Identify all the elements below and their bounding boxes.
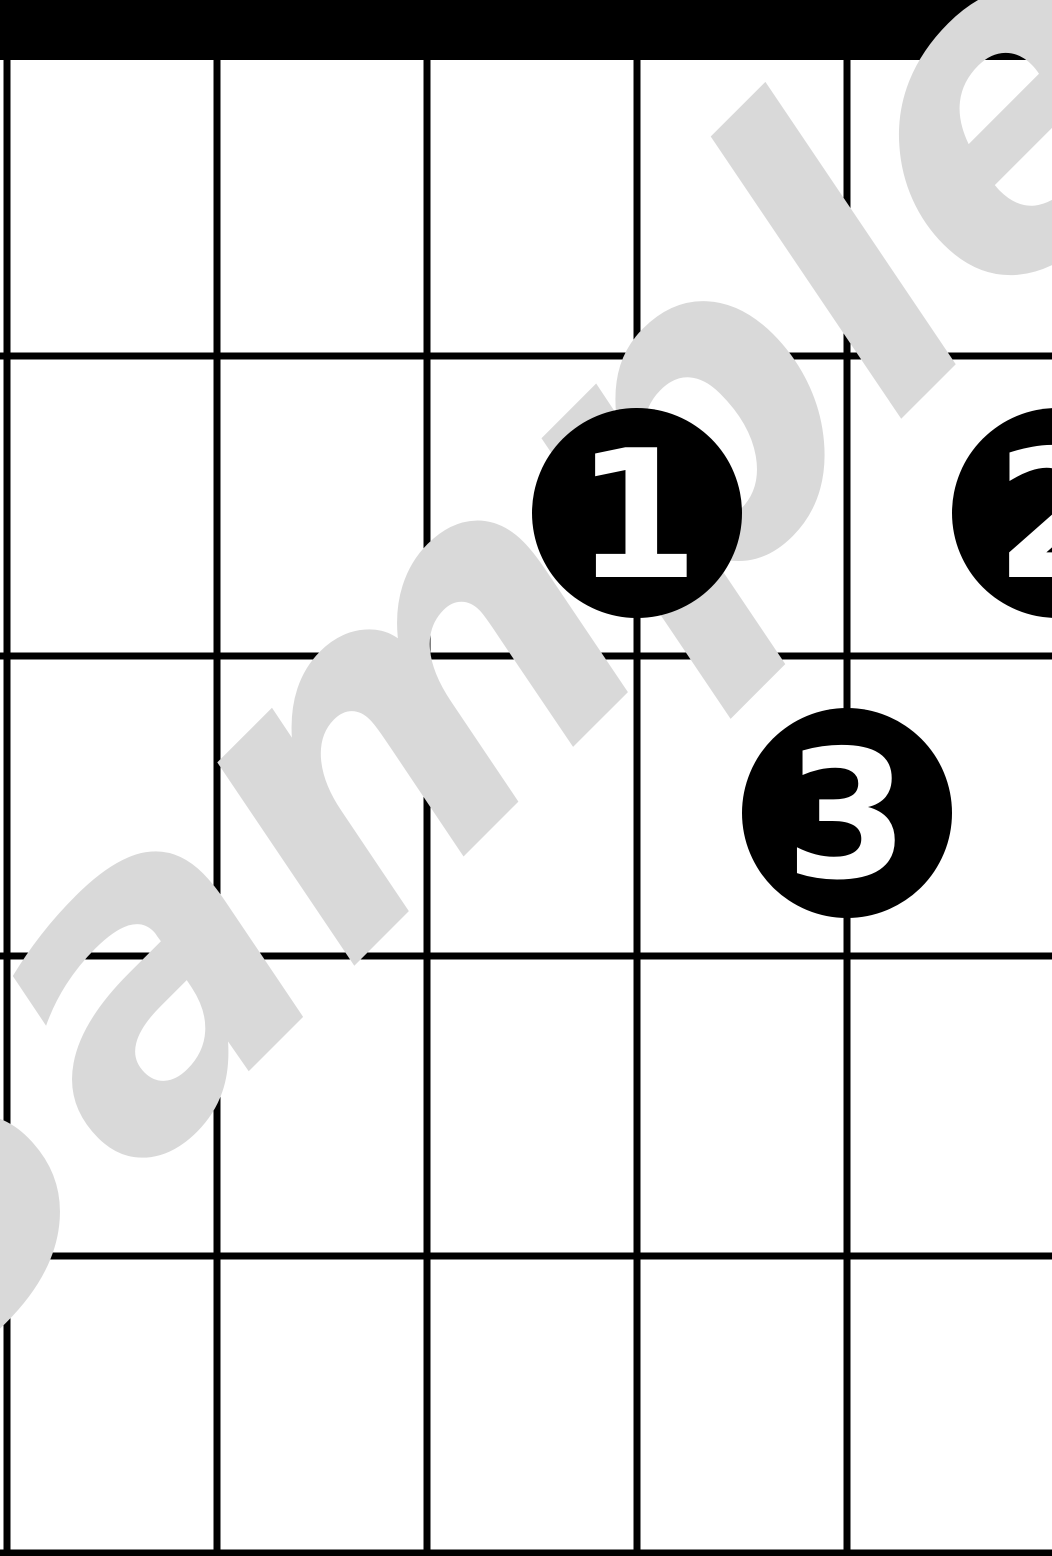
finger-number: 2	[995, 412, 1052, 619]
finger-marker-1: 1	[532, 408, 742, 619]
finger-number: 3	[785, 712, 909, 919]
finger-number: 1	[575, 412, 699, 619]
finger-marker-3: 3	[742, 708, 952, 919]
